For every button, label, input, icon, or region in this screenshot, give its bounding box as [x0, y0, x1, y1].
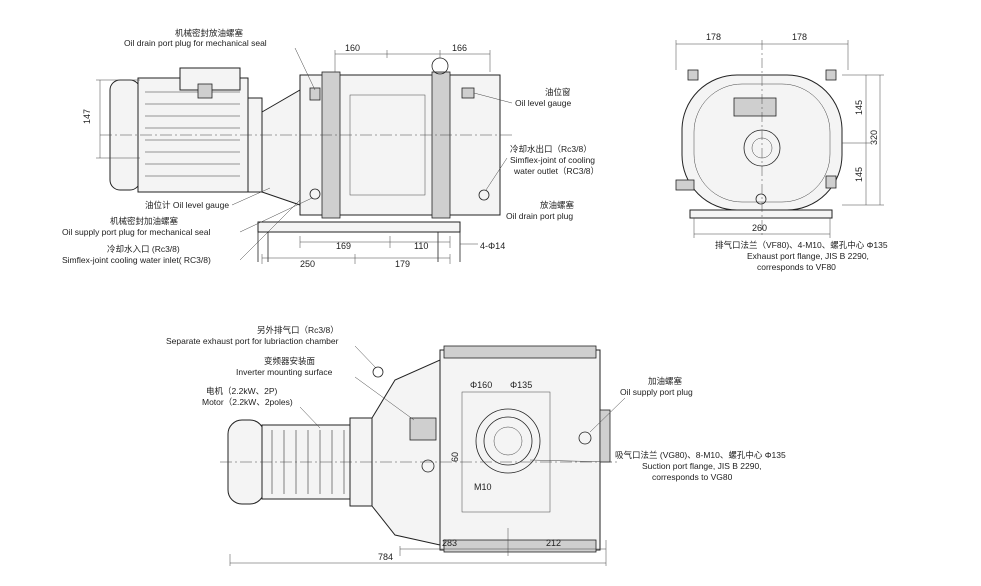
label-suction-cn: 吸气口法兰 (VG80)、8-M10、螺孔中心 Φ135 — [615, 450, 786, 460]
drain-plug-end-icon — [755, 193, 767, 205]
side-view: 160 166 147 169 110 4-Φ14 250 179 机械密封放油… — [62, 28, 599, 269]
motor-fins — [145, 91, 240, 177]
drain-plug-icon — [478, 189, 490, 201]
dim-60: 60 — [450, 452, 460, 462]
dim-phi160: Φ160 — [470, 380, 492, 390]
dim-110: 110 — [414, 241, 428, 251]
oil-window-icon — [461, 87, 475, 99]
bolt-tr — [825, 69, 837, 81]
label-suction-en2: corresponds to VG80 — [652, 472, 733, 482]
bolt-tl — [687, 69, 699, 81]
dim-169: 169 — [336, 241, 351, 251]
label-oil-level-cn: 油位窗 — [545, 87, 571, 97]
label-drain-en: Oil drain port plug — [506, 211, 573, 221]
dim-320: 320 — [869, 130, 879, 145]
supply-plug-seal-icon — [309, 188, 321, 200]
top-rib-bottom — [443, 539, 597, 553]
label-motor-cn: 电机（2.2kW、2P) — [206, 386, 277, 396]
label-level-gauge: 油位计 Oil level gauge — [145, 200, 229, 210]
base-plate — [257, 221, 461, 233]
label-sep-cn: 另外排气口（Rc3/8） — [257, 325, 339, 335]
pump-rib-left — [321, 71, 341, 219]
dim-145-top: 145 — [854, 100, 864, 115]
label-cool-in-cn: 冷却水入口 (Rc3/8) — [107, 244, 180, 254]
dim-147: 147 — [82, 109, 92, 124]
cable-gland — [197, 83, 213, 99]
dim-m10: M10 — [474, 482, 492, 492]
dim-250: 250 — [300, 259, 315, 269]
label-supply-seal-en: Oil supply port plug for mechanical seal — [62, 227, 210, 237]
dim-phi135: Φ135 — [510, 380, 532, 390]
dim-260: 260 — [752, 223, 767, 233]
dim-166: 166 — [452, 43, 467, 53]
dim-4-phi14: 4-Φ14 — [480, 241, 505, 251]
label-exhaust-en1: Exhaust port flange, JIS B 2290, — [747, 251, 869, 261]
top-plug-icon — [421, 459, 435, 473]
dim-784: 784 — [378, 552, 393, 562]
label-drain-cn: 放油螺塞 — [540, 200, 575, 210]
top-rib-top — [443, 345, 597, 359]
top-end-cap — [599, 409, 611, 463]
top-view: Φ160 Φ135 60 M10 283 212 784 另外排气口（Rc3/8… — [166, 325, 786, 566]
suction-flange-icon — [475, 408, 541, 474]
dim-178-left: 178 — [706, 32, 721, 42]
label-sep-en: Separate exhaust port for lubriaction ch… — [166, 336, 339, 346]
end-view: 178 178 145 320 145 260 排气口法兰（VF80)、4-M1… — [675, 32, 888, 272]
pump-rib-right — [431, 71, 451, 219]
pump-panel — [349, 94, 426, 196]
separate-exhaust-icon — [372, 366, 384, 378]
motor-flange — [247, 97, 263, 193]
dim-178-right: 178 — [792, 32, 807, 42]
drain-plug-seal-icon — [309, 87, 321, 101]
label-oil-drain-seal-en: Oil drain port plug for mechanical seal — [124, 38, 267, 48]
dim-179: 179 — [395, 259, 410, 269]
label-oil-drain-seal-cn: 机械密封放油螺塞 — [175, 28, 244, 38]
label-cool-out-cn: 冷却水出口（Rc3/8） — [510, 144, 592, 154]
label-inv-en: Inverter mounting surface — [236, 367, 333, 377]
label-oil-level-en: Oil level gauge — [515, 98, 572, 108]
label-cool-out-en1: Simflex-joint of cooling — [510, 155, 595, 165]
dim-160: 160 — [345, 43, 360, 53]
coupling-housing — [261, 89, 301, 206]
dim-283: 283 — [442, 538, 457, 548]
end-base — [689, 209, 833, 219]
label-inv-cn: 变频器安装面 — [264, 356, 316, 366]
label-motor-en: Motor（2.2kW、2poles) — [202, 397, 293, 407]
dim-212: 212 — [546, 538, 561, 548]
label-exhaust-cn: 排气口法兰（VF80)、4-M10、螺孔中心 Φ135 — [715, 240, 888, 250]
label-cool-out-en2: water outlet（RC3/8） — [513, 166, 599, 176]
inverter-surface — [409, 417, 437, 441]
label-cool-in-en: Simflex-joint cooling water inlet( RC3/8… — [62, 255, 211, 265]
side-fitting — [675, 179, 695, 191]
top-coupling — [371, 359, 441, 546]
label-suction-en1: Suction port flange, JIS B 2290, — [642, 461, 762, 471]
label-supply-seal-cn: 机械密封加油螺塞 — [110, 216, 179, 226]
bolt-br — [825, 175, 837, 189]
label-supply-cn: 加油螺塞 — [648, 376, 683, 386]
label-supply-en: Oil supply port plug — [620, 387, 693, 397]
dim-145-bottom: 145 — [854, 167, 864, 182]
suction-flange-plate — [461, 391, 551, 513]
nameplate — [733, 97, 777, 117]
label-exhaust-en2: corresponds to VF80 — [757, 262, 836, 272]
oil-supply-plug-icon — [578, 431, 592, 445]
